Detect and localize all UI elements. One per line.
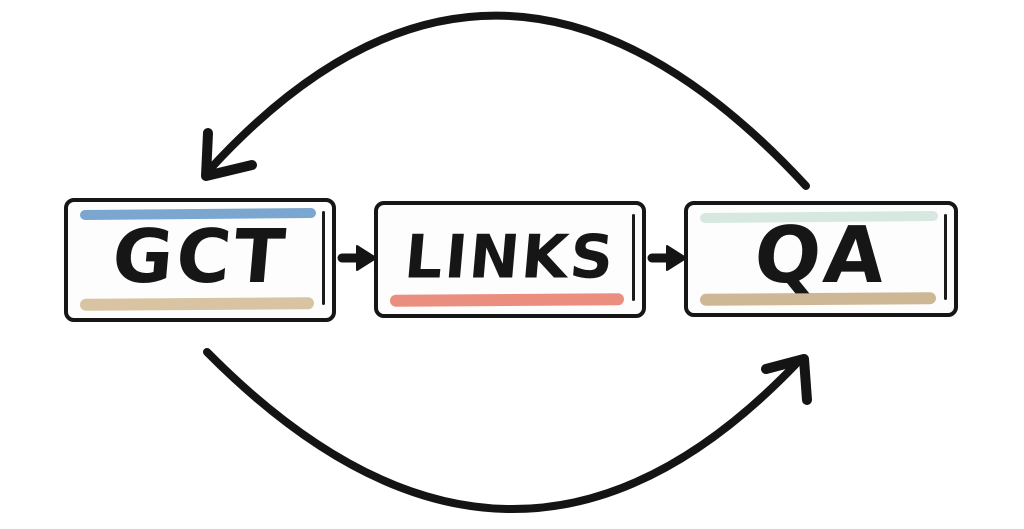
cycle-arrow-bottom-arrowhead-icon — [761, 354, 812, 405]
node-links-sketch-line — [632, 214, 635, 301]
arrow-links-to-qa — [647, 245, 687, 271]
node-links: LINKS — [374, 201, 646, 318]
cycle-arrow-bottom-gct-to-qa — [203, 348, 812, 513]
node-links-bottom-stripe — [389, 293, 625, 307]
arrow-gct-to-links — [337, 245, 377, 271]
node-links-label: LINKS — [401, 222, 619, 293]
cycle-arrow-top-qa-to-gct — [201, 11, 810, 190]
cycle-arrow-top-shaft — [208, 11, 810, 190]
cycle-arrow-bottom-shaft — [203, 348, 800, 513]
node-links-top-stripe — [390, 211, 626, 223]
node-gct: GCT — [64, 198, 336, 322]
cycle-arrow-top-arrowhead-icon — [201, 128, 257, 181]
node-qa-sketch-line — [944, 214, 947, 300]
node-gct-label: GCT — [108, 214, 292, 301]
node-gct-sketch-line — [322, 211, 325, 305]
node-qa: QA — [684, 201, 958, 317]
arrow-links-to-qa-arrowhead-icon — [666, 245, 687, 271]
node-qa-label: QA — [750, 210, 892, 301]
arrow-gct-to-links-arrowhead-icon — [356, 245, 377, 271]
